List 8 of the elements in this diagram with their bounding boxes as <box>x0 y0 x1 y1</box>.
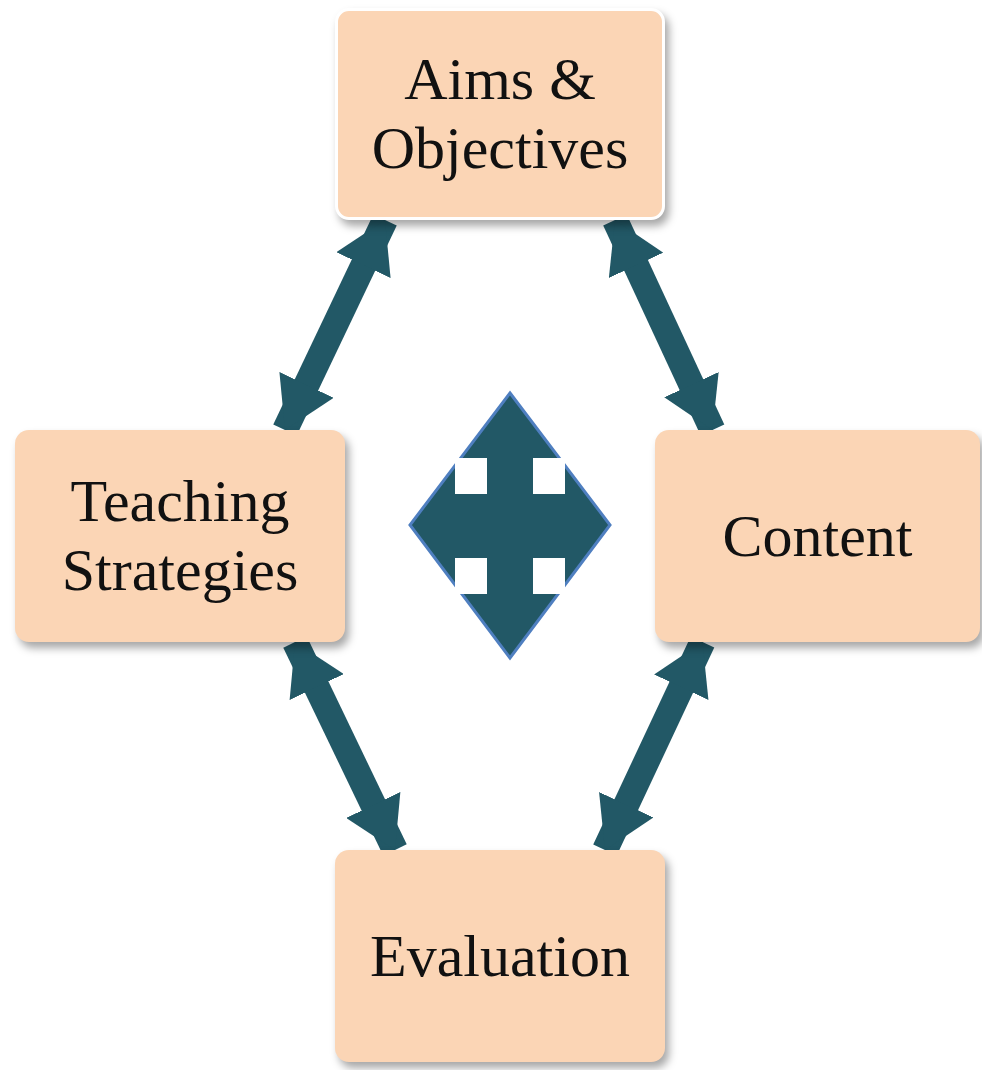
box-label: Evaluation <box>370 921 630 991</box>
rounded-box <box>15 430 345 642</box>
rounded-box <box>655 430 980 642</box>
box-label: Content <box>722 501 913 571</box>
box-label: Teaching Strategies <box>60 467 300 605</box>
box-label: Aims & Objectives <box>370 45 630 183</box>
rounded-box <box>335 850 665 1062</box>
rounded-box <box>335 8 665 220</box>
